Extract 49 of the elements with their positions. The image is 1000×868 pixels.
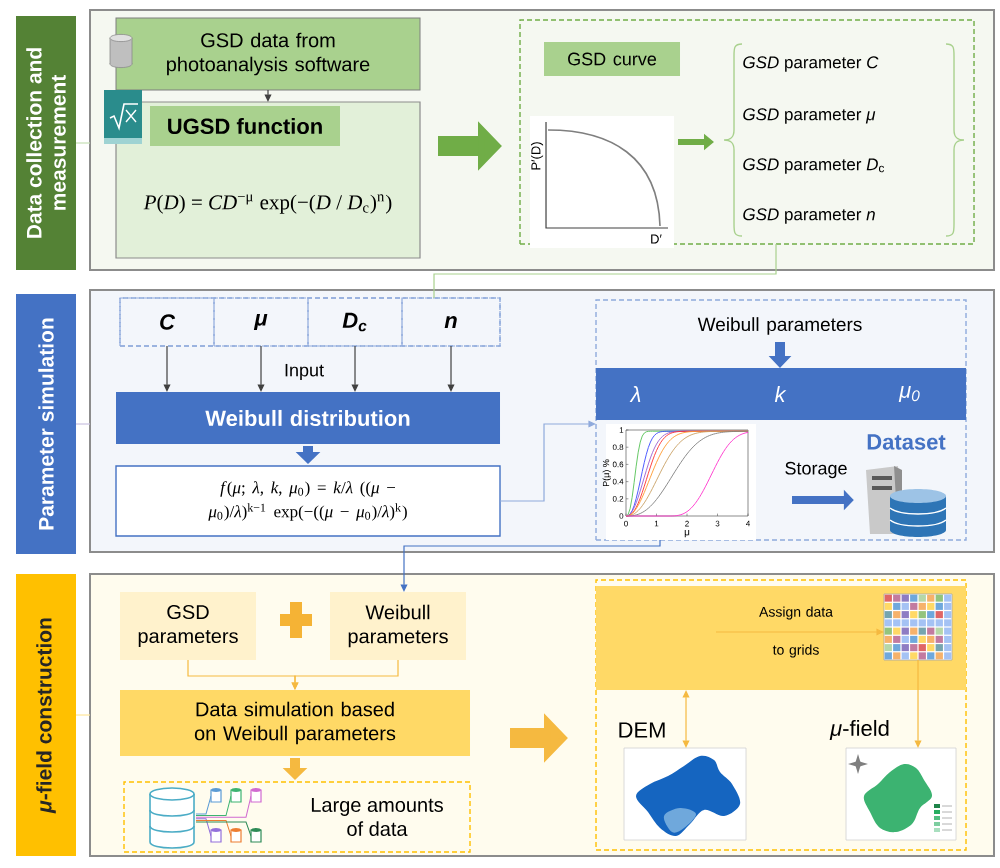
process-box: Data simulation based on Weibull parameters bbox=[120, 690, 470, 756]
dashed-frame bbox=[595, 579, 967, 851]
section-label: μ-field construction bbox=[16, 574, 76, 856]
parameter-text: GSD parameter μ bbox=[743, 108, 876, 124]
label: Input bbox=[285, 363, 324, 381]
parameter-text: GSD parameter C bbox=[743, 56, 879, 72]
connector bbox=[75, 142, 91, 144]
dashed-frame bbox=[519, 19, 975, 245]
edge-label: Storage bbox=[785, 461, 847, 479]
arrow bbox=[264, 89, 272, 102]
arrow bbox=[257, 345, 265, 392]
arrow bbox=[914, 659, 922, 748]
chart bbox=[606, 424, 756, 540]
arrow bbox=[163, 345, 171, 392]
formula-box: f(μ; λ, k, μ$_{0}$) = k/λ ((μ − μ$_{0}$)/λ)$^{k−1}$ exp(−((μ − μ$_{0}$)/λ)$^{k}$) bbox=[115, 465, 501, 537]
arrow bbox=[682, 690, 690, 748]
section-label: Data collection and measurement bbox=[16, 16, 76, 270]
dashed-box: Large amounts of data bbox=[123, 781, 471, 853]
dashed-frame bbox=[595, 299, 967, 541]
title-box: GSD curve bbox=[544, 42, 680, 76]
parameter-box: Weibull parameters bbox=[330, 592, 466, 660]
parameter-text: GSD parameter D$_{c}$ bbox=[743, 158, 885, 174]
parameter-box: GSD parameters bbox=[120, 592, 256, 660]
heading: Weibull parameters bbox=[697, 317, 862, 335]
data-box: GSD data from photoanalysis software bbox=[115, 17, 421, 91]
parameter-symbol: μ$_{0}$ bbox=[898, 386, 920, 402]
section-label: Parameter simulation bbox=[16, 294, 76, 554]
connector bbox=[433, 243, 777, 299]
arrow bbox=[351, 345, 359, 392]
arrow bbox=[291, 659, 399, 690]
connector bbox=[75, 423, 91, 425]
parameter-text: GSD parameter n bbox=[743, 208, 875, 224]
arrow bbox=[400, 539, 661, 592]
heading-band: UGSD function bbox=[150, 106, 340, 146]
dashed-frame bbox=[119, 297, 501, 347]
table-cell: μ bbox=[213, 297, 309, 347]
grid-picture bbox=[883, 593, 953, 661]
table-cell: n bbox=[401, 297, 501, 347]
arrow bbox=[499, 420, 596, 502]
connector bbox=[75, 714, 91, 716]
table-cell: C bbox=[119, 297, 215, 347]
parameter-symbol: k bbox=[774, 386, 787, 402]
parameter-symbol: λ bbox=[629, 386, 641, 402]
table-cell: D$_{c}$ bbox=[307, 297, 403, 347]
heading: μ-field bbox=[829, 719, 889, 741]
arrow bbox=[447, 345, 455, 392]
heading: DEM bbox=[619, 722, 665, 738]
heading: Dataset bbox=[867, 434, 946, 450]
process-box: Weibull distribution bbox=[116, 392, 500, 444]
